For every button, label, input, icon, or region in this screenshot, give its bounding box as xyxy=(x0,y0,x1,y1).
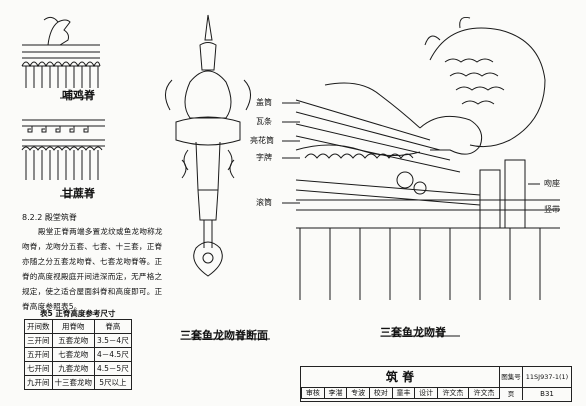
section-caption: 三套鱼龙吻脊断面 xyxy=(180,329,268,342)
label-zipai: 字牌 xyxy=(256,153,272,162)
table-cell: 五开间 xyxy=(24,347,53,362)
table-title: 表5 正脊高度参考尺寸 xyxy=(40,309,116,318)
role-cell: 审核 xyxy=(301,387,325,399)
sugarcane-ridge-caption: 甘蔗脊 xyxy=(62,187,95,200)
table-header-row: 开间数 用脊吻 脊高 xyxy=(24,319,132,334)
role-cell: 设计 xyxy=(414,387,438,399)
table-cell: 七套龙吻 xyxy=(51,347,95,362)
title-block-title: 筑 脊 xyxy=(301,367,500,388)
role-cell: 童丰 xyxy=(391,387,416,399)
ridge-tiles xyxy=(21,61,101,88)
table-cell: 九开间 xyxy=(24,375,53,390)
table-cell: 十三套龙吻 xyxy=(51,375,95,390)
role-cell: 李湛 xyxy=(323,387,348,399)
table-cell: 4.5－5尺 xyxy=(94,361,132,376)
table-row: 五开间 七套龙吻 4－4.5尺 xyxy=(24,347,132,362)
dragon-elevation-drawing xyxy=(295,17,560,300)
sugarcane-ridge-drawing xyxy=(21,119,105,180)
body-paragraph: 殿堂正脊两端多置龙纹或鱼龙吻称龙吻脊，龙吻分五套、七套、十三套，正脊亦随之分五套… xyxy=(22,227,163,311)
role-cell: 校对 xyxy=(368,387,393,399)
ridge-height-table: 开间数 用脊吻 脊高 三开间 五套龙吻 3.5－4尺 五开间 七套龙吻 4－4.… xyxy=(24,319,132,390)
label-wapian: 瓦条 xyxy=(256,117,272,126)
table-cell: 3.5－4尺 xyxy=(94,333,132,348)
atlas-number: 11SJ937-1(1) xyxy=(523,367,571,388)
table-row: 九开间 十三套龙吻 5尺以上 xyxy=(24,375,132,390)
page-number: B31 xyxy=(540,390,554,398)
role-cell: 许文杰 xyxy=(467,387,501,399)
table-row: 三开间 五套龙吻 3.5－4尺 xyxy=(24,333,132,348)
rooster-ridge-drawing xyxy=(21,16,101,88)
table-cell: 5尺以上 xyxy=(94,375,132,390)
role-cell: 专波 xyxy=(346,387,370,399)
label-gaitong: 盖筒 xyxy=(256,98,272,107)
page-label: 页 xyxy=(500,388,523,400)
table-cell: 4－4.5尺 xyxy=(94,347,132,362)
table-header: 用脊吻 xyxy=(51,319,95,334)
label-shutiao: 竖带 xyxy=(544,205,560,214)
section-heading: 8.2.2 殿堂筑脊 xyxy=(22,213,77,222)
label-guanghua: 亮花筒 xyxy=(250,136,274,145)
elevation-caption: 三套鱼龙吻脊 xyxy=(380,326,446,339)
table-row: 七开间 九套龙吻 4.5－5尺 xyxy=(24,361,132,376)
table-cell: 七开间 xyxy=(24,361,53,376)
table-cell: 九套龙吻 xyxy=(51,361,95,376)
role-cell: 许文杰 xyxy=(436,387,469,399)
label-wenzuo: 吻座 xyxy=(544,179,560,188)
rooster-ridge-caption: 哺鸡脊 xyxy=(62,89,95,102)
table-cell: 三开间 xyxy=(24,333,53,348)
atlas-label: 图集号 xyxy=(500,367,523,388)
signature-row: 审核 李湛 专波 校对 童丰 设计 许文杰 许文杰 xyxy=(301,387,501,399)
table-header: 脊高 xyxy=(94,319,132,334)
dragon-section-drawing xyxy=(165,14,251,277)
title-block: 筑 脊 图集号 11SJ937-1(1) 审核 李湛 专波 校对 童丰 设计 许… xyxy=(300,366,572,402)
table-cell: 五套龙吻 xyxy=(51,333,95,348)
label-tongdi: 滚筒 xyxy=(256,198,272,207)
table-header: 开间数 xyxy=(24,319,53,334)
